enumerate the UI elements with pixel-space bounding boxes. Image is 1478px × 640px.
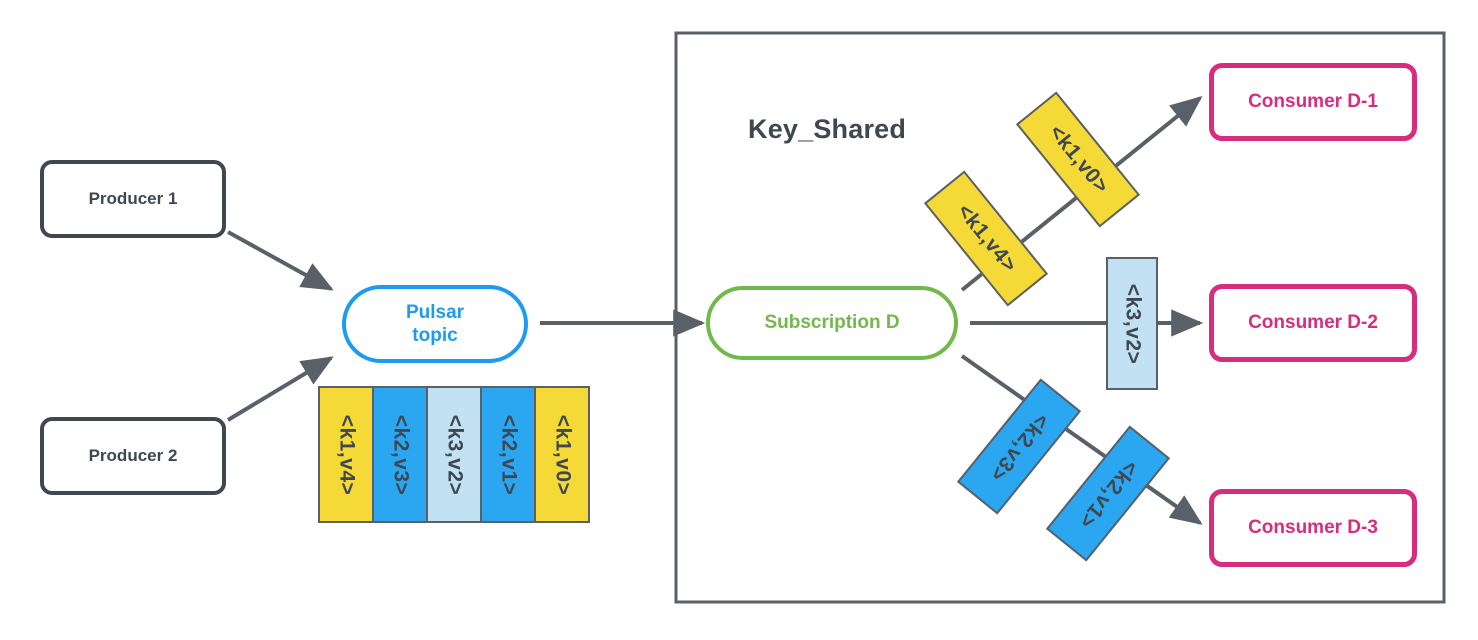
queue-cell-label: <k2,v3>	[389, 414, 412, 495]
queue-cell: <k3,v2>	[428, 388, 480, 521]
arrow-producer2-to-topic	[226, 356, 334, 422]
arrow-subscription-to-consumer-d3	[960, 354, 1203, 525]
subscription-d-node[interactable]: Subscription D	[706, 286, 958, 360]
producer-2-node[interactable]: Producer 2	[40, 417, 226, 495]
pulsar-topic-node[interactable]: Pulsar topic	[342, 285, 528, 363]
in-flight-message-label: <k3,v2>	[1121, 283, 1144, 364]
arrow-producer1-to-topic	[227, 230, 334, 291]
consumer-d-1-node[interactable]: Consumer D-1	[1209, 63, 1417, 141]
queue-cell-label: <k1,v0>	[551, 414, 574, 495]
producer-1-label: Producer 1	[88, 188, 178, 208]
queue-cell: <k1,v4>	[320, 388, 372, 521]
producer-1-node[interactable]: Producer 1	[40, 160, 226, 238]
consumer-d-2-node[interactable]: Consumer D-2	[1209, 284, 1417, 362]
consumer-d-3-node[interactable]: Consumer D-3	[1209, 489, 1417, 567]
pulsar-topic-label: Pulsar topic	[406, 301, 464, 347]
queue-cell-label: <k1,v4>	[335, 414, 358, 495]
queue-cell: <k2,v3>	[374, 388, 426, 521]
key-shared-group-title: Key_Shared	[748, 114, 907, 144]
consumer-d-3-label: Consumer D-3	[1248, 517, 1378, 539]
producer-2-label: Producer 2	[88, 445, 178, 465]
queue-cell: <k2,v1>	[482, 388, 534, 521]
pulsar-topic-label-line1: Pulsar	[405, 301, 465, 323]
queue-cell-label: <k3,v2>	[443, 414, 466, 495]
pulsar-topic-label-line2: topic	[412, 325, 458, 346]
queue-cell: <k1,v0>	[536, 388, 588, 521]
consumer-d-1-label: Consumer D-1	[1248, 91, 1378, 113]
consumer-d-2-label: Consumer D-2	[1248, 312, 1378, 334]
subscription-d-label: Subscription D	[764, 312, 900, 334]
topic-message-queue: <k1,v4> <k2,v3> <k3,v2> <k2,v1> <k1,v0>	[318, 386, 590, 523]
in-flight-message-tile: <k3,v2>	[1106, 257, 1158, 390]
queue-cell-label: <k2,v1>	[497, 414, 520, 495]
